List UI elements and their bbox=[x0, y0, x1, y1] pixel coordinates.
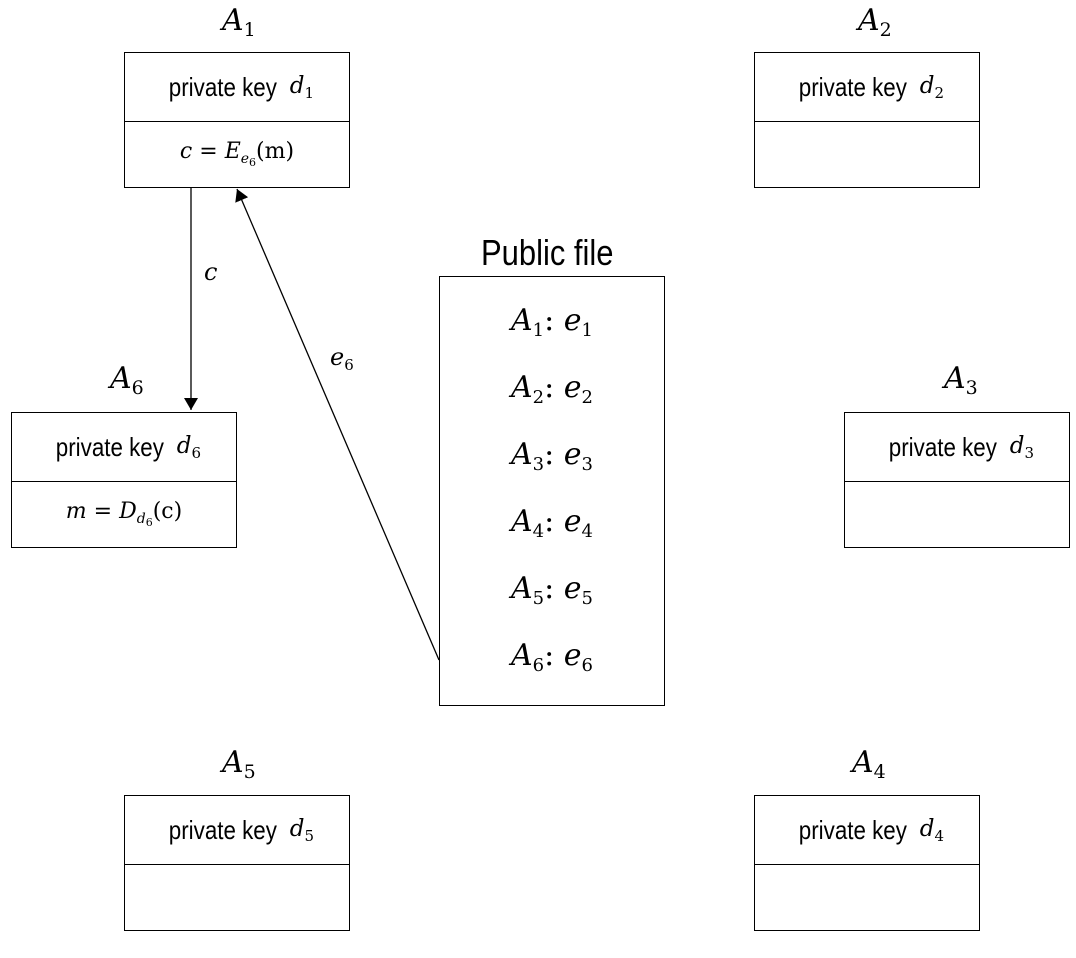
entity-label-a3: A3 bbox=[944, 361, 978, 399]
private-key-var: d1 bbox=[289, 72, 314, 102]
encryption-expression: c = Ee6(m) bbox=[179, 139, 295, 169]
private-key-var: d5 bbox=[289, 815, 314, 845]
entity-label-a5: A5 bbox=[222, 745, 256, 783]
private-key-row: private key d2 bbox=[755, 53, 979, 122]
private-key-var: d2 bbox=[919, 72, 944, 102]
edge-label-e6: e6 bbox=[330, 343, 354, 374]
decryption-expression: m = Dd6(c) bbox=[65, 499, 183, 529]
private-key-label: private key bbox=[168, 814, 277, 845]
public-file-entry: A5: e5 bbox=[511, 571, 593, 609]
operation-row: m = Dd6(c) bbox=[12, 481, 236, 547]
public-file-entry: A6: e6 bbox=[511, 638, 593, 676]
public-file-entry: A2: e2 bbox=[511, 370, 593, 408]
private-key-row: private key d1 bbox=[125, 53, 349, 122]
operation-row-empty bbox=[755, 121, 979, 187]
private-key-label: private key bbox=[798, 71, 907, 102]
public-file-entry: A1: e1 bbox=[511, 303, 593, 341]
entity-box-a6: private key d6 m = Dd6(c) bbox=[11, 412, 237, 548]
private-key-var: d4 bbox=[919, 815, 944, 845]
entity-box-a3: private key d3 bbox=[844, 412, 1070, 548]
private-key-var: d6 bbox=[176, 432, 201, 462]
entity-box-a2: private key d2 bbox=[754, 52, 980, 188]
operation-row-empty bbox=[125, 864, 349, 930]
public-file-box: A1: e1 A2: e2 A3: e3 A4: e4 A5: e5 A6: e… bbox=[439, 276, 665, 706]
public-file-entry: A3: e3 bbox=[511, 437, 593, 475]
private-key-row: private key d5 bbox=[125, 796, 349, 865]
private-key-row: private key d4 bbox=[755, 796, 979, 865]
entity-label-a2: A2 bbox=[858, 3, 892, 41]
operation-row-empty bbox=[845, 481, 1069, 547]
private-key-label: private key bbox=[888, 431, 997, 462]
private-key-row: private key d3 bbox=[845, 413, 1069, 482]
private-key-label: private key bbox=[798, 814, 907, 845]
entity-box-a5: private key d5 bbox=[124, 795, 350, 931]
operation-row: c = Ee6(m) bbox=[125, 121, 349, 187]
entity-box-a1: private key d1 c = Ee6(m) bbox=[124, 52, 350, 188]
arrow-publicfile-to-a1 bbox=[235, 188, 440, 661]
public-file-title: Public file bbox=[481, 232, 614, 273]
entity-label-a6: A6 bbox=[110, 361, 144, 399]
private-key-label: private key bbox=[55, 431, 164, 462]
operation-row-empty bbox=[755, 864, 979, 930]
entity-label-a4: A4 bbox=[852, 745, 886, 783]
entity-box-a4: private key d4 bbox=[754, 795, 980, 931]
private-key-label: private key bbox=[168, 71, 277, 102]
public-file-entry: A4: e4 bbox=[511, 504, 593, 542]
edge-label-c: c bbox=[204, 258, 218, 286]
private-key-var: d3 bbox=[1009, 432, 1034, 462]
private-key-row: private key d6 bbox=[12, 413, 236, 482]
entity-label-a1: A1 bbox=[222, 3, 256, 41]
